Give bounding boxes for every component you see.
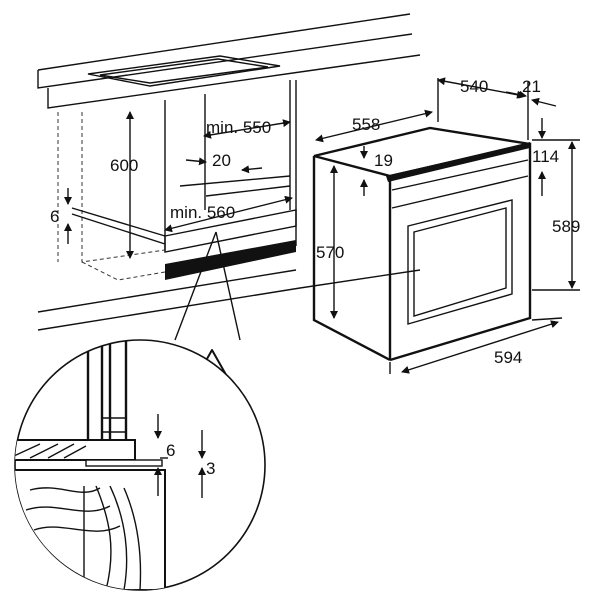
label-rail-offset: 20 bbox=[212, 151, 231, 170]
dim-niche-depth bbox=[203, 119, 291, 139]
cooktop bbox=[87, 55, 281, 87]
dim-front-thickness bbox=[505, 82, 557, 140]
dim-rail-offset bbox=[185, 157, 263, 174]
label-oven-depth: 540 bbox=[460, 77, 488, 96]
label-shelf-gap: 6 bbox=[50, 207, 59, 226]
dim-total-height bbox=[532, 139, 580, 291]
label-niche-width: min. 560 bbox=[170, 203, 235, 222]
cabinet-niche bbox=[37, 80, 421, 331]
label-front-thickness: 21 bbox=[522, 77, 541, 96]
detail-circle bbox=[14, 339, 266, 591]
dim-niche-width bbox=[164, 195, 293, 233]
label-niche-depth: min. 550 bbox=[206, 118, 271, 137]
dim-oven-body-width bbox=[315, 109, 433, 143]
label-panel-height: 114 bbox=[532, 147, 559, 166]
label-total-width: 594 bbox=[494, 348, 522, 367]
dim-total-width bbox=[389, 317, 563, 374]
label-oven-body-width: 558 bbox=[352, 115, 380, 134]
label-niche-height: 600 bbox=[110, 156, 138, 175]
label-total-height: 589 bbox=[552, 217, 580, 236]
detail-leader bbox=[174, 231, 241, 341]
label-detail-gap-6: 6 bbox=[166, 441, 175, 460]
label-detail-gap-3: 3 bbox=[206, 459, 215, 478]
worktop bbox=[37, 13, 421, 109]
oven bbox=[312, 126, 532, 362]
label-top-gap: 19 bbox=[374, 151, 393, 170]
label-body-height: 570 bbox=[316, 243, 344, 262]
